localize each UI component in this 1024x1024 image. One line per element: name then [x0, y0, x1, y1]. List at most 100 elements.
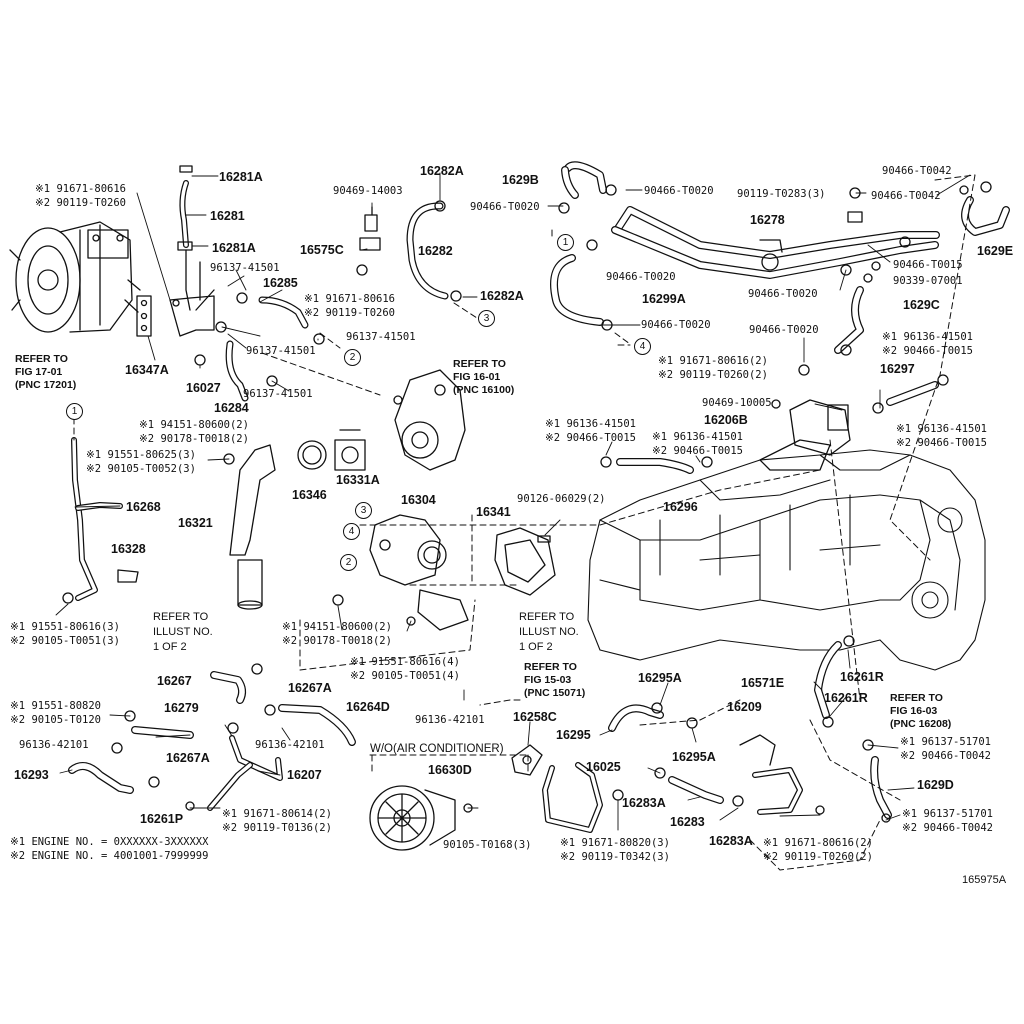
part-number: 90469-14003 [333, 185, 403, 197]
callout-16293: 16293 [14, 768, 49, 782]
part-number: 90466-T0020 [641, 319, 711, 331]
callout-16261P: 16261P [140, 812, 184, 826]
part-number: ※1 96137-51701 [902, 808, 993, 820]
part-number: ※2 90119-T0260(2) [763, 851, 873, 863]
water-pump-pulley-drawing [369, 785, 473, 851]
part-number: ※1 96136-41501 [882, 331, 973, 343]
callout-1629D: 1629D [917, 778, 954, 792]
callout-16282: 16282 [418, 244, 453, 258]
part-number: 90469-10005 [702, 397, 772, 409]
water-pump-housing-drawing [393, 369, 466, 471]
part-number: 90466-T0020 [644, 185, 714, 197]
part-number: ※2 90119-T0136(2) [222, 822, 332, 834]
callout-16284: 16284 [214, 401, 249, 415]
part-number: ※2 90466-T0042 [900, 750, 991, 762]
refer-fig-16-03-line1: REFER TO [890, 692, 943, 704]
callout-16575C: 16575C [300, 243, 344, 257]
part-number: ※1 91671-80616 [304, 293, 395, 305]
part-number: 96136-42101 [255, 739, 325, 751]
refer-illust-left-line1: REFER TO [153, 611, 209, 623]
part-number: 90466-T0020 [748, 288, 818, 300]
connection-marker-4: 4 [343, 523, 360, 540]
callout-16283: 16283 [670, 815, 705, 829]
part-number: 96137-41501 [246, 345, 316, 357]
callout-16025: 16025 [586, 760, 621, 774]
callout-16346: 16346 [292, 488, 327, 502]
callout-16630D: 16630D [428, 763, 472, 777]
callout-1629B: 1629B [502, 173, 539, 187]
part-number: ※1 91671-80614(2) [222, 808, 332, 820]
callout-16331A: 16331A [336, 473, 380, 487]
refer-fig-15-03-line3: (PNC 15071) [524, 687, 586, 699]
callout-16283A-lower: 16283A [709, 834, 753, 848]
refer-illust-right-line3: 1 OF 2 [519, 641, 553, 653]
part-number: ※2 90466-T0042 [902, 822, 993, 834]
part-number: ※1 91551-80820 [10, 700, 101, 712]
part-number: ※1 96137-51701 [900, 736, 991, 748]
part-number: 96136-42101 [19, 739, 89, 751]
callout-16261R: 16261R [840, 670, 884, 684]
refer-fig-15-03-line1: REFER TO [524, 661, 577, 673]
part-number: ※1 91671-80820(3) [560, 837, 670, 849]
part-number: ※1 91671-80616 [35, 183, 126, 195]
callout-16207: 16207 [287, 768, 322, 782]
part-number: 90466-T0015 [893, 259, 963, 271]
engine-number-note-2: ※2 ENGINE NO. = 4001001-7999999 [10, 850, 209, 862]
part-number: ※2 90119-T0260(2) [658, 369, 768, 381]
refer-fig-16-01-line2: FIG 16-01 [453, 371, 501, 383]
connection-marker-1: 1 [557, 234, 574, 251]
callout-16267: 16267 [157, 674, 192, 688]
part-number: ※1 96136-41501 [652, 431, 743, 443]
callout-16268: 16268 [126, 500, 161, 514]
part-number: ※1 91671-80616(2) [763, 837, 873, 849]
part-number: 90105-T0168(3) [443, 839, 532, 851]
part-number: ※1 91671-80616(2) [658, 355, 768, 367]
callout-16283A: 16283A [622, 796, 666, 810]
callout-16264D: 16264D [346, 700, 390, 714]
callout-16347A: 16347A [125, 363, 169, 377]
part-number: ※1 96136-41501 [896, 423, 987, 435]
callout-16328: 16328 [111, 542, 146, 556]
callout-16296: 16296 [663, 500, 698, 514]
engine-number-note-1: ※1 ENGINE NO. = 0XXXXXX-3XXXXXX [10, 836, 209, 848]
part-number: 90119-T0283(3) [737, 188, 826, 200]
refer-fig-17-01-line2: FIG 17-01 [15, 366, 63, 378]
callout-16267A: 16267A [288, 681, 332, 695]
connection-marker-2: 2 [344, 349, 361, 366]
callout-16295A-lower: 16295A [672, 750, 716, 764]
part-number: ※2 90466-T0015 [896, 437, 987, 449]
part-number: ※2 90466-T0015 [652, 445, 743, 457]
callout-16282A-bottom: 16282A [480, 289, 524, 303]
part-number: ※1 96136-41501 [545, 418, 636, 430]
part-number: ※2 90105-T0051(4) [350, 670, 460, 682]
refer-fig-17-01-line3: (PNC 17201) [15, 379, 77, 391]
callout-16282A-top: 16282A [420, 164, 464, 178]
callout-1629E: 1629E [977, 244, 1014, 258]
callout-16321: 16321 [178, 516, 213, 530]
part-number: 90466-T0020 [470, 201, 540, 213]
connection-marker-3: 3 [355, 502, 372, 519]
refer-fig-17-01-line1: REFER TO [15, 353, 68, 365]
callout-1629C: 1629C [903, 298, 940, 312]
callout-16281A-bottom: 16281A [212, 241, 256, 255]
part-number: ※1 94151-80600(2) [282, 621, 392, 633]
part-number: ※2 90178-T0018(2) [282, 635, 392, 647]
callout-16297: 16297 [880, 362, 915, 376]
part-number: ※2 90119-T0260 [35, 197, 126, 209]
callout-16279: 16279 [164, 701, 199, 715]
refer-fig-16-03-line2: FIG 16-03 [890, 705, 938, 717]
callout-16261R-lower: 16261R [824, 691, 868, 705]
callout-16267A-lower: 16267A [166, 751, 210, 765]
callout-16258C: 16258C [513, 710, 557, 724]
part-number: 96137-41501 [243, 388, 313, 400]
part-number: ※1 91551-80616(3) [10, 621, 120, 633]
part-number: 90466-T0042 [882, 165, 952, 177]
callout-16285: 16285 [263, 276, 298, 290]
part-number: 90126-06029(2) [517, 493, 606, 505]
part-number: ※2 90119-T0342(3) [560, 851, 670, 863]
callout-16295A: 16295A [638, 671, 682, 685]
part-number: ※2 90105-T0120 [10, 714, 101, 726]
part-number: ※2 90119-T0260 [304, 307, 395, 319]
refer-illust-right-line2: ILLUST NO. [519, 626, 579, 638]
